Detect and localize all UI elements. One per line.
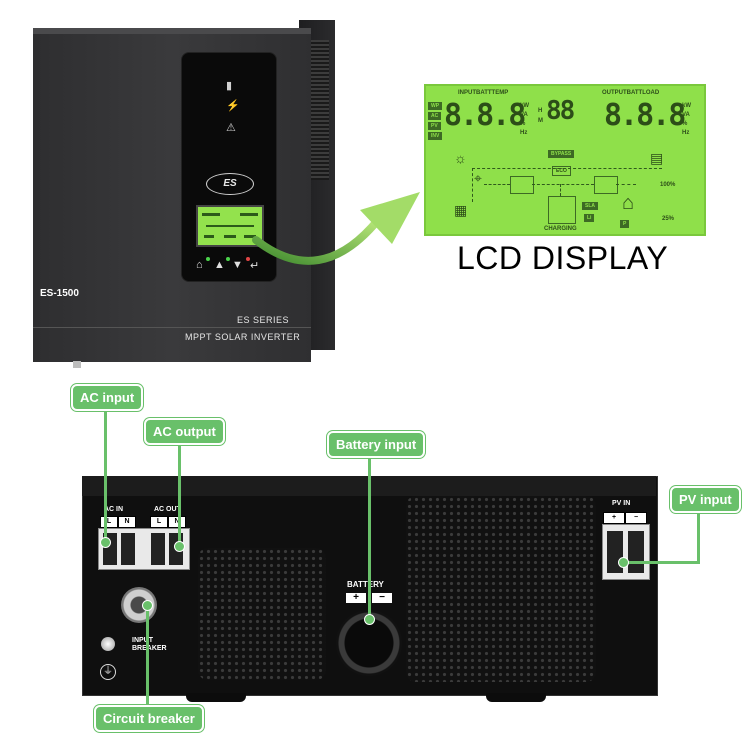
circuit-breaker-line [146,603,149,707]
series-label: ES SERIES [237,315,290,325]
lcd-input-label: INPUTBATTTEMP [458,90,509,96]
lcd-digits-mid: 88 [546,96,575,126]
lcd-digits-right: 8.8.8 [604,98,686,133]
battery-label: BATTERY [347,580,384,589]
lcd-pct-25: 25% [662,216,675,222]
lcd-digits-left: 8.8.8 [444,98,526,133]
charge-icon: ⚡ [226,100,240,112]
enter-button-icon[interactable]: ↵ [250,260,260,272]
lcd-pct-100: 100% [660,182,676,188]
circuit-breaker-callout: Circuit breaker [94,705,204,732]
ac-input-dot [100,537,111,548]
brand-logo: ES [206,173,254,195]
unit-foot [73,361,81,368]
pv-in-label: PV IN [612,500,631,507]
pv-input-dot [618,557,629,568]
ac-output-dot [174,541,185,552]
circuit-breaker-dot [142,600,153,611]
zoom-arrow [252,192,420,265]
lcd-load-icon: ▤ [650,150,664,166]
lcd-flow-pv [472,168,473,202]
lcd-sla: SLA [582,202,598,210]
battery-minus-label: − [372,593,392,603]
panel-buttons: ⌂ ▲ ▼ ↵ [194,259,264,275]
foot-right [486,693,546,702]
ac-in-l-label: L [100,516,118,528]
lcd-charging: CHARGING [544,226,577,232]
product-subtitle: MPPT SOLAR INVERTER [185,332,301,342]
ac-out-n-label: N [168,516,186,528]
lcd-tag-pv: PV [428,122,441,130]
pv-input-line-h [622,561,700,564]
ac-input-line [104,406,107,540]
lcd-battery-icon [548,196,576,224]
inverter-top-edge [33,28,311,34]
battery-input-callout: Battery input [327,431,426,458]
status-leds [196,245,262,265]
lcd-display: INPUTBATTTEMP OUTPUTBATTLOAD WP AC PV IN… [424,84,706,236]
lcd-sun-icon: ☼ [454,150,467,166]
ac-out-l-label: L [150,516,168,528]
fault-icon: ⚠ [226,122,236,134]
rear-fan-grill-left [198,548,326,680]
ac-input-callout: AC input [71,384,144,411]
lcd-bypass: BYPASS [548,150,575,158]
lcd-tag-wp: WP [428,102,443,110]
lcd-solar-panel-icon: ▦ [454,202,468,218]
lcd-inverter-box [594,176,618,194]
ac-output-line [178,440,181,544]
lcd-output-label: OUTPUTBATTLOAD [602,90,660,96]
lcd-li: Li [584,214,595,222]
battery-input-dot [364,614,375,625]
ac-in-label: AC IN [104,506,124,513]
lcd-flow-left [484,184,510,185]
led-green-1 [206,257,210,261]
lcd-flow-right [616,184,636,185]
home-button-icon[interactable]: ⌂ [196,259,203,271]
led-green-2 [226,257,230,261]
front-divider [33,327,311,328]
ground-screw [101,637,115,651]
down-button-icon[interactable]: ▼ [232,259,243,271]
battery-icon: ▮ [226,80,233,92]
pv-minus-label: − [625,512,647,524]
model-label: ES-1500 [40,288,79,299]
battery-plus-label: + [346,593,366,603]
up-button-icon[interactable]: ▲ [214,259,225,271]
rear-fan-grill-right [406,496,596,682]
lcd-display-title: LCD DISPLAY [457,240,669,276]
lcd-flow-mid [532,184,594,185]
battery-input-line [368,458,371,616]
lcd-tower-icon: ⌖ [474,170,482,186]
pv-input-callout: PV input [670,486,741,513]
lcd-tag-inv: INV [428,132,443,140]
led-red [246,257,250,261]
lcd-charger-box [510,176,534,194]
lcd-tag-ac: AC [428,112,442,120]
pv-input-line-v [697,512,700,564]
lcd-eco: ECO [552,166,571,176]
lcd-flow-down [560,184,561,196]
ac-output-callout: AC output [144,418,225,445]
ac-in-n-label: N [118,516,136,528]
pv-plus-label: + [603,512,625,524]
lcd-p: P [620,220,630,228]
lcd-home-icon: ⌂ [622,192,635,214]
lcd-flow-top [472,168,662,169]
ac-out-label: AC OUT [154,506,181,513]
pv-terminal-block [602,524,650,580]
ground-icon: ⏚ [100,664,116,680]
foot-left [186,693,246,702]
